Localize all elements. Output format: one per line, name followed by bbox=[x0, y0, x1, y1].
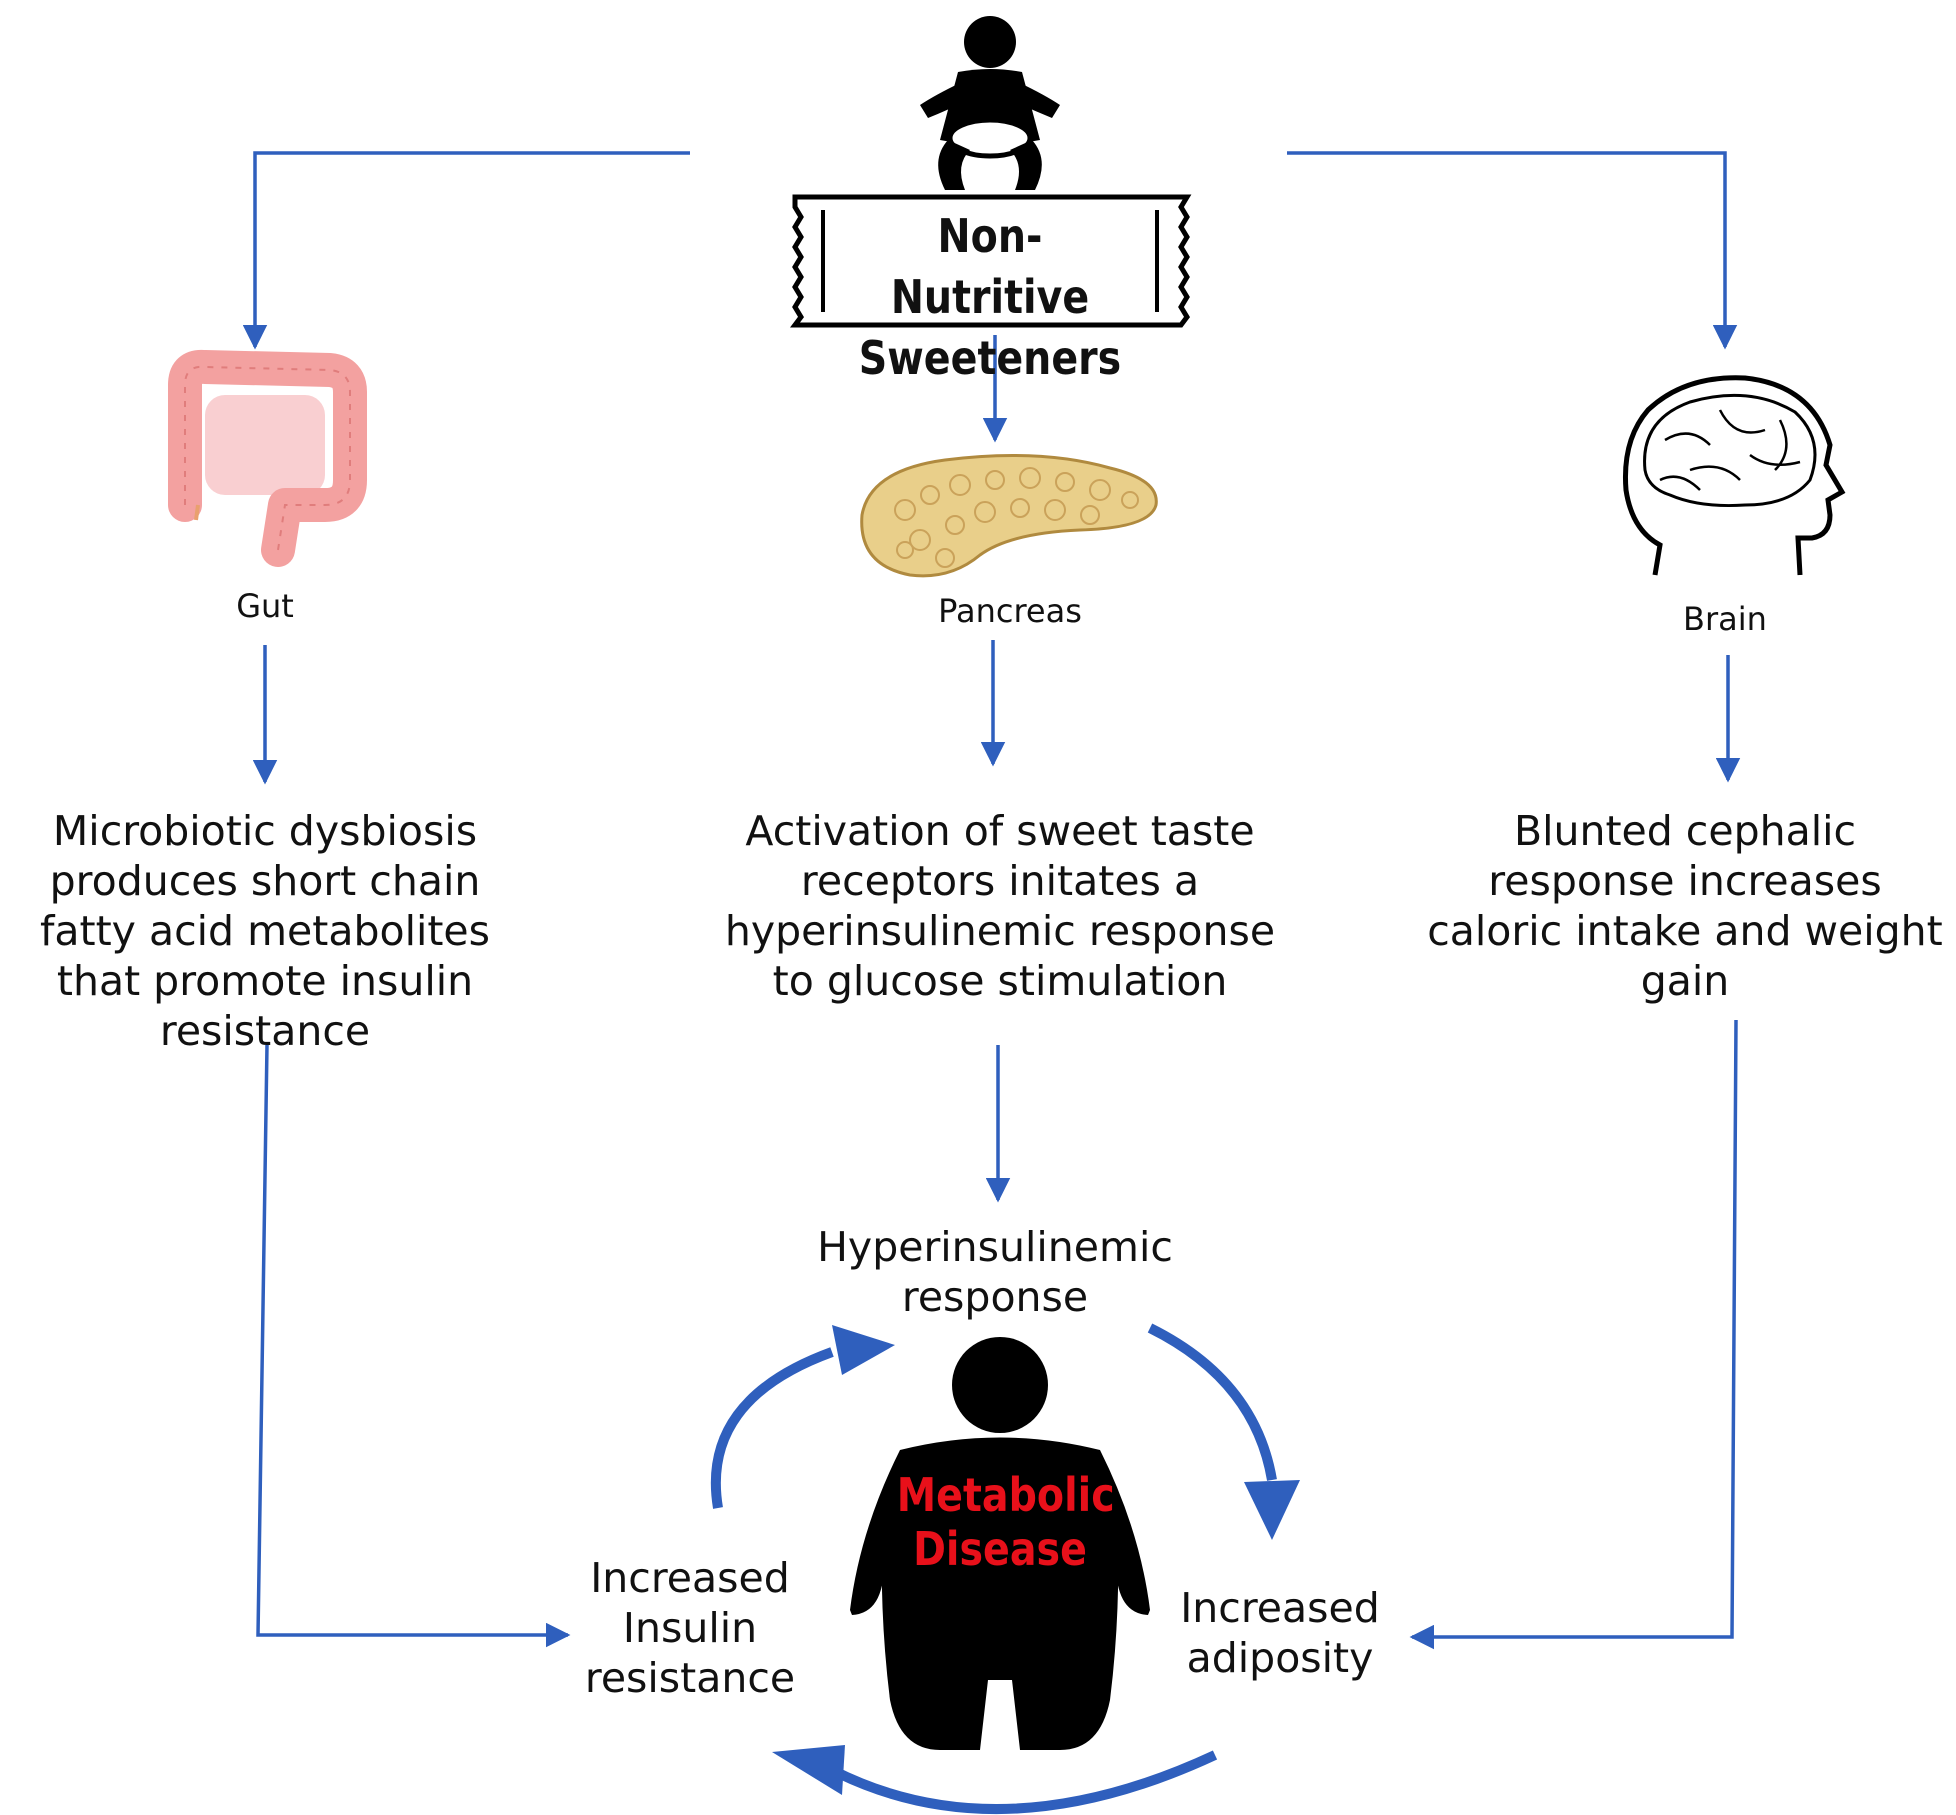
brain-effect-text: Blunted cephalic response increases calo… bbox=[1427, 807, 1943, 1006]
diagram-title: Non-Nutritive Sweeteners bbox=[844, 206, 1136, 390]
connector-arrows bbox=[242, 151, 1741, 1650]
brain-head-icon bbox=[1623, 375, 1846, 576]
arrow-brain-effect-to-adiposity bbox=[1409, 1019, 1738, 1650]
pancreas-effect-text: Activation of sweet taste receptors init… bbox=[724, 807, 1276, 1006]
hyperinsulinemic-response-label: Hyperinsulinemic response bbox=[817, 1223, 1173, 1322]
sweetener-packet-icon bbox=[790, 194, 1192, 328]
arrow-gut-effect-to-insulin-resistance bbox=[256, 1044, 571, 1648]
metabolic-disease-line-2: Disease bbox=[913, 1522, 1087, 1577]
cycle-arrow-top-right bbox=[1147, 1323, 1277, 1481]
cycle-arrow-bottom bbox=[829, 1750, 1218, 1815]
gut-icon bbox=[168, 349, 367, 567]
person-silhouette-icon bbox=[850, 1337, 1150, 1750]
metabolic-disease-line-1: Metabolic bbox=[896, 1468, 1115, 1522]
pancreas-label: Pancreas bbox=[938, 592, 1082, 630]
title-line-2: Sweeteners bbox=[858, 331, 1122, 386]
gut-effect-text: Microbiotic dysbiosis produces short cha… bbox=[39, 807, 491, 1056]
title-line-1: Non-Nutritive bbox=[890, 209, 1090, 325]
baby-icon bbox=[920, 16, 1060, 190]
arrow-sweetener-to-gut bbox=[242, 151, 690, 350]
arrow-sweetener-to-brain bbox=[1287, 151, 1738, 350]
metabolic-disease-label: Metabolic Disease bbox=[896, 1468, 1115, 1577]
cycle-arrows bbox=[710, 1323, 1300, 1815]
increased-insulin-resistance-label: Increased Insulin resistance bbox=[584, 1554, 796, 1703]
gut-label: Gut bbox=[236, 587, 294, 625]
cycle-arrow-left-up bbox=[710, 1347, 834, 1509]
increased-adiposity-label: Increased adiposity bbox=[1180, 1584, 1380, 1683]
pancreas-icon bbox=[860, 454, 1158, 578]
brain-label: Brain bbox=[1683, 600, 1767, 638]
